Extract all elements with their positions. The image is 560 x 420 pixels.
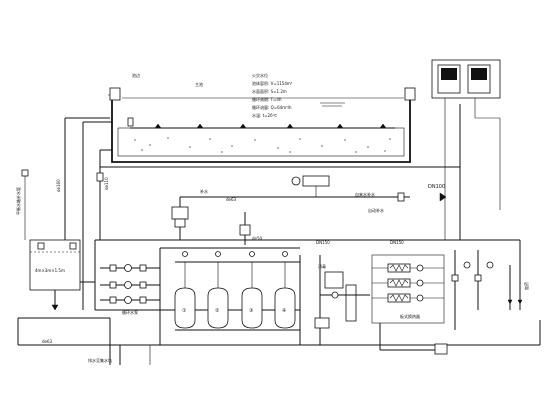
filter-1-label: ① (182, 308, 187, 314)
drain-label: 排水至集水坑 (88, 357, 112, 363)
disinfection-unit: 消毒 (314, 255, 370, 345)
balance-tank: 4m×3m×1.5m (29, 239, 95, 311)
filter-4: ④ (274, 251, 296, 329)
filter-3: ③ (241, 251, 263, 329)
supply-line: DN100 自来水补水 自动补水 de63 补水 (100, 166, 460, 213)
makeup-label: 自动补水 (368, 207, 384, 213)
left-vertical-label: 平衡水箱补水管 (15, 187, 21, 215)
dn100-label: DN100 (428, 184, 445, 190)
pool-basin: 池边 主池 (108, 72, 416, 163)
heater-label: 板式换热器 (400, 313, 420, 319)
tank-dimension-label: 4m×3m×1.5m (35, 268, 65, 273)
filter-1: ① (174, 251, 196, 329)
annotation-list: 火灾水位 池体容积: V=1154m³ 水面面积: S=1.2m 循环周期: T… (252, 72, 293, 118)
annotation-5: 循环流量: Q=64m³/h (252, 104, 292, 110)
control-cabinets (431, 59, 501, 104)
filter-2: ② (207, 251, 229, 329)
filter-3-label: ③ (249, 308, 253, 314)
concrete-hatch (134, 137, 391, 153)
pipe-label-de110: de110 (104, 177, 109, 190)
source-label: 自来水补水 (355, 191, 375, 197)
heat-exchangers: 板式换热器 (371, 254, 448, 355)
small-label-dosing: 加药 (523, 282, 529, 290)
pipe-label-dn150-b: DN150 (390, 240, 404, 245)
small-label-disinfect: 消毒 (318, 263, 326, 269)
pipe-label-dn150-a: DN150 (316, 240, 330, 245)
pool-label-main: 主池 (195, 81, 203, 87)
filter-vessels: ① ② ③ ④ (174, 251, 300, 331)
pumps-label: 循环水泵 (122, 309, 138, 315)
headers: de63 DN150 DN150 排水至集水坑 (17, 239, 541, 365)
pipe-label-de63b: de63 (42, 339, 53, 344)
annotation-1: 火灾水位 (252, 72, 268, 78)
annotation-2: 池体容积: V=1154m³ (252, 80, 293, 86)
filter-4-label: ④ (282, 308, 287, 314)
annotation-3: 水面面积: S=1.2m (252, 88, 287, 94)
right-piping: 加药 (444, 104, 529, 330)
floor-inlets (154, 123, 387, 129)
pipe-label-de50: de50 (252, 236, 263, 241)
small-label-makeup: 补水 (200, 188, 208, 194)
pipe-label-de63: de63 (226, 197, 237, 202)
filter-2-label: ② (215, 308, 220, 314)
annotation-4: 循环周期: T=4h (252, 96, 282, 102)
annotation-6: 水温: t=26℃ (252, 112, 278, 118)
pipe-label-de160: de160 (56, 179, 61, 192)
dosing-unit: de50 (171, 206, 263, 245)
pump-group: 循环水泵 (100, 264, 160, 315)
pool-label-left: 池边 (132, 72, 140, 78)
